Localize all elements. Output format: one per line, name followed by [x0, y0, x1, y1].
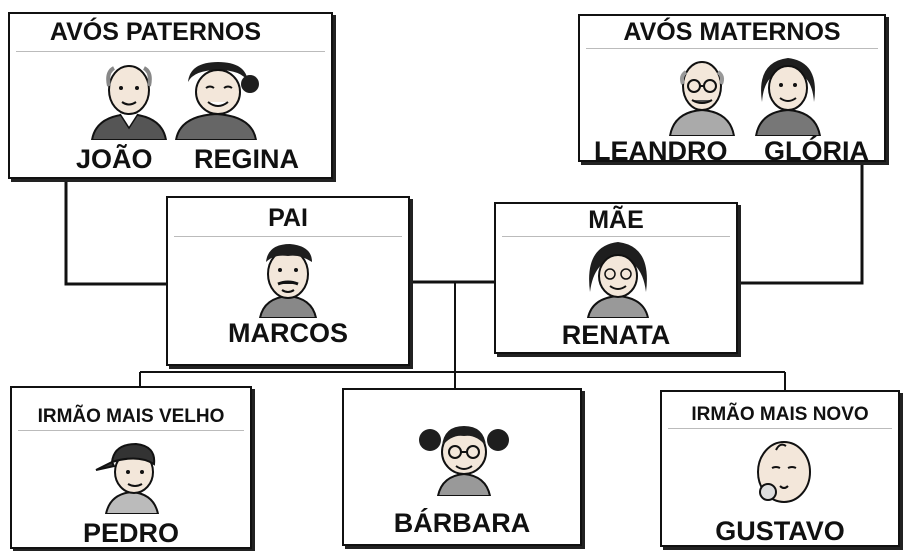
paternal-grandparents-box: AVÓS PATERNOS JOÃO REGINA	[8, 12, 333, 179]
younger-brother-name: GUSTAVO	[715, 516, 845, 546]
older-brother-portrait	[95, 442, 160, 514]
father-title: PAI	[268, 204, 308, 232]
mother-portrait	[586, 242, 650, 318]
father-box: PAI MARCOS	[166, 196, 410, 366]
grandmother-gloria-portrait	[754, 58, 822, 136]
grandmother-gloria-name: GLÓRIA	[764, 136, 869, 162]
sister-portrait	[419, 426, 509, 496]
older-brother-name: PEDRO	[82, 518, 180, 548]
older-brother-box: IRMÃO MAIS VELHO PEDRO	[10, 386, 252, 549]
grandfather-leandro-name: LEANDRO	[594, 136, 728, 162]
mother-name: RENATA	[561, 320, 671, 350]
grandmother-regina-portrait	[174, 62, 259, 140]
grandfather-joao-name: JOÃO	[76, 144, 153, 174]
older-brother-title: IRMÃO MAIS VELHO	[37, 406, 225, 427]
grandfather-leandro-portrait	[668, 61, 736, 136]
father-name: MARCOS	[228, 318, 348, 348]
father-portrait	[258, 244, 318, 318]
mother-title: MÃE	[588, 206, 644, 234]
maternal-grandparents-box: AVÓS MATERNOS LEANDRO GLÓRIA	[578, 14, 886, 162]
younger-brother-box: IRMÃO MAIS NOVO GUSTAVO	[660, 390, 900, 547]
sister-box: BÁRBARA	[342, 388, 582, 546]
younger-brother-portrait	[757, 441, 811, 503]
mother-box: MÃE RENATA	[494, 202, 738, 354]
paternal-grandparents-title: AVÓS PATERNOS	[49, 18, 262, 46]
grandmother-regina-name: REGINA	[194, 144, 300, 174]
maternal-grandparents-title: AVÓS MATERNOS	[623, 18, 841, 46]
grandfather-joao-portrait	[90, 65, 168, 140]
sister-name: BÁRBARA	[393, 508, 531, 538]
younger-brother-title: IRMÃO MAIS NOVO	[691, 404, 869, 425]
